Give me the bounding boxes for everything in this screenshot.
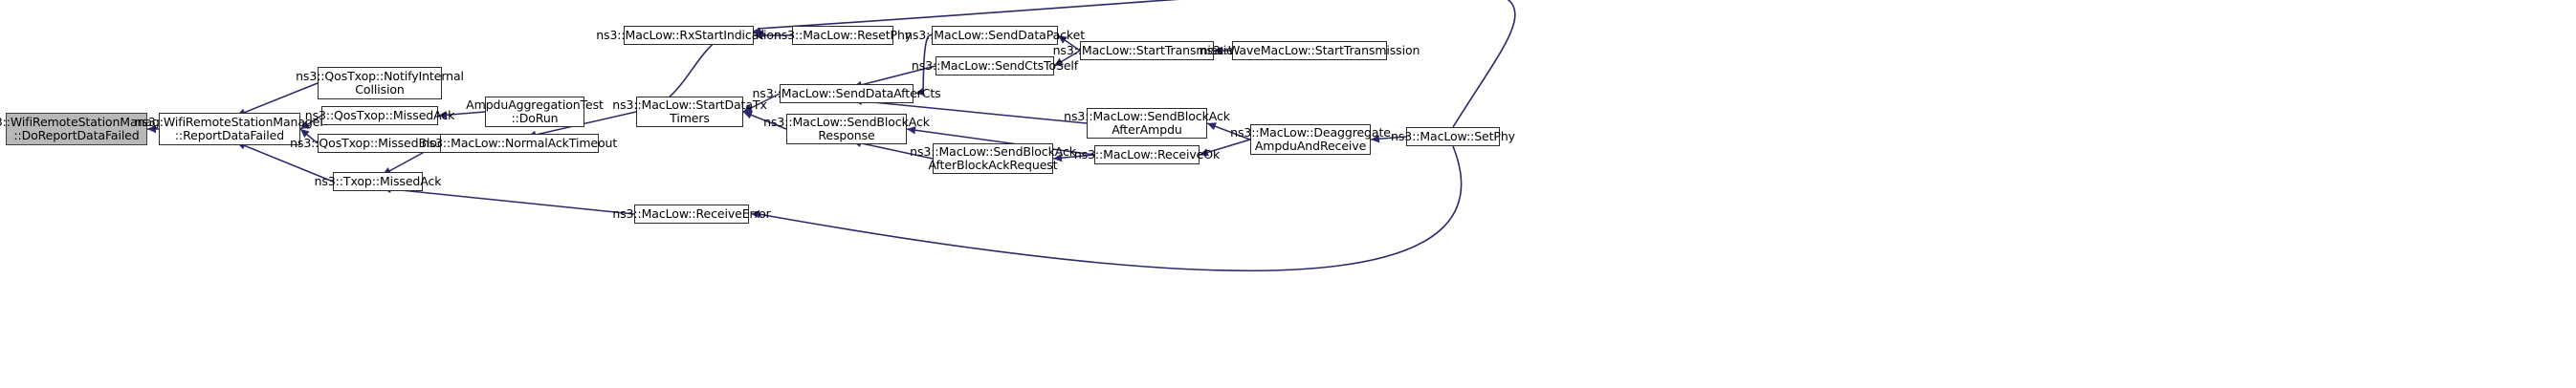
edge-n4-to-n1 [299, 128, 319, 144]
graph-node-n15[interactable]: ns3::MacLow::SendCtsToSelf [912, 56, 1078, 75]
edge-n14-to-n11 [915, 34, 933, 96]
graph-node-n13[interactable]: ns3::MacLow::SendBlockAck AfterBlockAckR… [910, 143, 1076, 174]
graph-node-n12[interactable]: ns3::MacLow::SendBlockAck Response [763, 114, 930, 144]
graph-node-n21[interactable]: ns3::MacLow::SetPhy [1391, 127, 1515, 146]
graph-node-n4[interactable]: ns3::QosTxop::MissedBlockAck [290, 134, 472, 153]
edge-n1-to-n0 [147, 124, 159, 134]
graph-node-n17[interactable]: ns3::WaveMacLow::StartTransmission [1200, 41, 1420, 60]
edge-n3-to-n1 [299, 115, 322, 130]
graph-node-n20[interactable]: ns3::MacLow::Deaggregate AmpduAndReceive [1230, 124, 1391, 155]
graph-node-n0[interactable]: ns3::WifiRemoteStationManager ::DoReport… [0, 113, 172, 145]
edge-n21-to-n20 [1370, 135, 1407, 143]
graph-node-n19[interactable]: ns3::MacLow::ReceiveOk [1074, 145, 1220, 164]
edge-n20-to-n19 [1199, 139, 1251, 157]
graph-node-n9[interactable]: ns3::MacLow::ResetPhy [774, 26, 912, 45]
graph-node-n3[interactable]: ns3::QosTxop::MissedAck [305, 106, 454, 125]
graph-node-n7[interactable]: ns3::MacLow::NormalAckTimeout [422, 134, 617, 153]
graph-node-n18[interactable]: ns3::MacLow::SendBlockAck AfterAmpdu [1064, 108, 1230, 139]
graph-node-n1[interactable]: ns3::WifiRemoteStationManager ::ReportDa… [135, 113, 325, 145]
graph-node-n11[interactable]: ns3::MacLow::SendDataAfterCts [752, 84, 941, 103]
edge-n11-to-n10 [742, 93, 781, 113]
graph-node-n8[interactable]: ns3::MacLow::RxStartIndication [596, 26, 782, 45]
edge-n6-to-n3 [437, 111, 486, 119]
graph-node-n10[interactable]: ns3::MacLow::StartDataTx Timers [612, 97, 767, 127]
edge-n19-to-n13 [1052, 153, 1095, 162]
graph-node-n6[interactable]: AmpduAggregationTest ::DoRun [466, 97, 604, 127]
edge-n21-to-n8 [752, 0, 1516, 128]
graph-node-n2[interactable]: ns3::QosTxop::NotifyInternal Collision [296, 67, 464, 99]
edge-n12-to-n10 [742, 111, 787, 130]
graph-node-n22[interactable]: ns3::MacLow::ReceiveError [612, 205, 771, 224]
edge-n16-to-n15 [1053, 50, 1081, 67]
graph-node-n5[interactable]: ns3::Txop::MissedAck [315, 172, 442, 191]
graph-node-n16[interactable]: ns3::MacLow::StartTransmission [1053, 41, 1241, 60]
edge-n20-to-n18 [1206, 122, 1251, 140]
edge-n17-to-n16 [1214, 46, 1232, 55]
graph-node-n14[interactable]: ns3::MacLow::SendDataPacket [905, 26, 1085, 45]
edge-n19-to-n12 [906, 126, 1095, 156]
edge-n21-to-n22 [751, 145, 1463, 272]
edge-n16-to-n14 [1057, 34, 1081, 52]
